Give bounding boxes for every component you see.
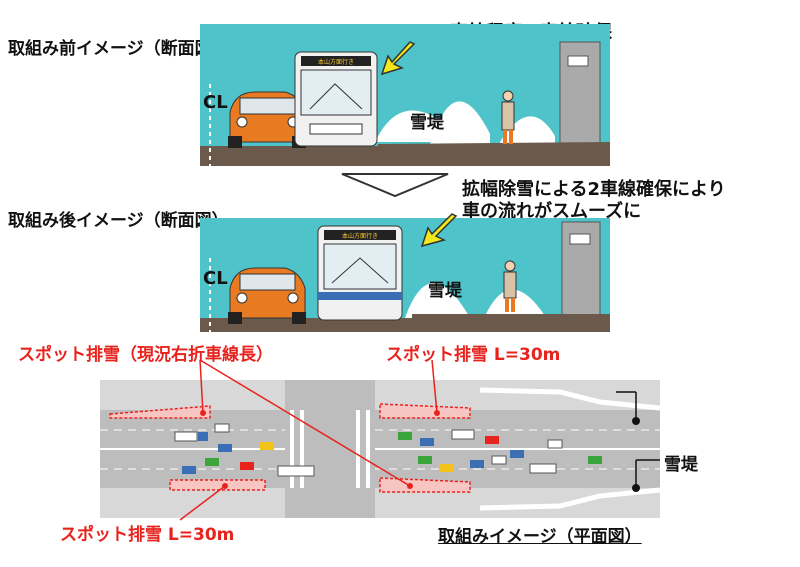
before-title: 取組み前イメージ（断面図） (8, 39, 229, 59)
snowbank-edge (479, 387, 660, 411)
snowbank-shape (375, 110, 465, 142)
plan-spot-label-right-top: スポット排雪 L=30m (386, 345, 561, 365)
plan-caption: 取組みイメージ（平面図） (438, 527, 642, 547)
snowbank-edge (479, 487, 660, 511)
down-arrow-icon (341, 173, 449, 198)
plan-spot-label-bottom-left: スポット排雪 L=30m (60, 525, 235, 545)
callout-arrow-icon (420, 213, 458, 248)
bus-sign: 本山方面行き (342, 232, 378, 240)
building (561, 221, 601, 327)
after-snowbank-label: 雪堤 (428, 281, 462, 301)
plan-view (100, 380, 660, 518)
vehicles (174, 423, 602, 477)
spot-snow-zone (169, 479, 266, 491)
building-window (567, 55, 589, 67)
callout-arrow-icon (380, 41, 416, 76)
after-cl-label: CL (203, 268, 228, 289)
after-title: 取組み後イメージ（断面図） (8, 211, 229, 231)
snowbank-shape (405, 283, 470, 318)
bus-sign: 本山方面行き (318, 58, 354, 66)
after-cross-section: 本山方面行き (200, 218, 610, 332)
plan-spot-label-left-top: スポット排雪（現況右折車線長） (18, 345, 273, 365)
plan-snowbank-label-right: 雪堤 (664, 455, 698, 475)
spot-snow-zone (109, 405, 211, 419)
after-callout-line1: 拡幅除雪による2車線確保により (462, 179, 726, 200)
before-cl-label: CL (203, 92, 228, 113)
crosswalk (290, 410, 370, 488)
spot-snow-zone (379, 403, 471, 419)
after-callout-line2: 車の流れがスムーズに (462, 201, 642, 222)
before-snowbank-label: 雪堤 (410, 113, 444, 133)
